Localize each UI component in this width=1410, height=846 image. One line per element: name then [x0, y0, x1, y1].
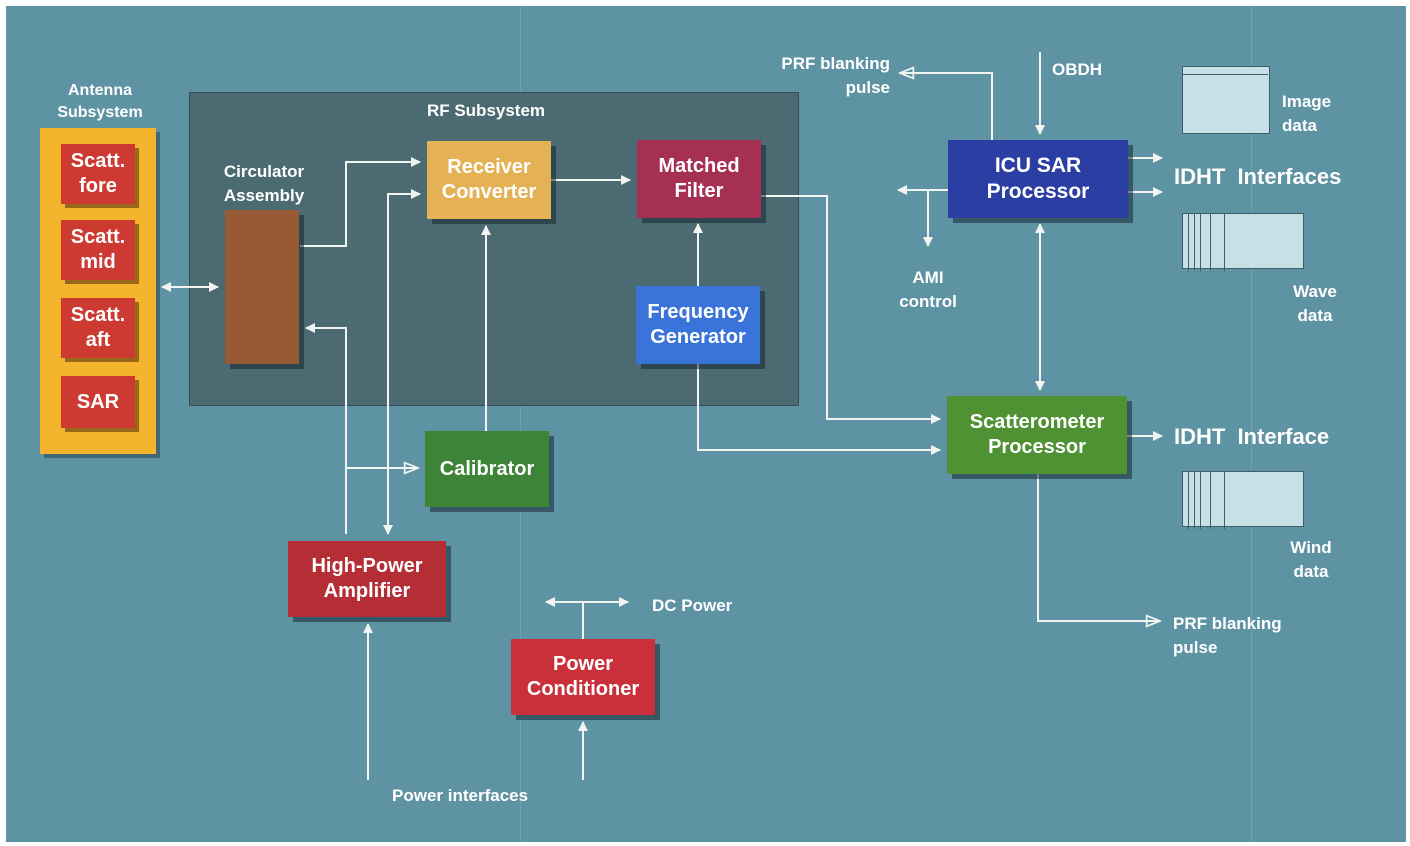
wave-data-label: Wave data: [1293, 282, 1337, 325]
antenna-subsystem-title: Antenna Subsystem: [57, 82, 143, 122]
idht-interfaces-label: IDHT Interfaces: [1174, 164, 1342, 189]
page-seam: [1251, 6, 1252, 842]
module-scatt-aft: Scatt. aft: [61, 298, 135, 358]
dc-power-label: DC Power: [652, 596, 733, 615]
page-seam: [520, 6, 521, 842]
wind-data-icon: [1182, 471, 1306, 529]
module-scatt-mid: Scatt. mid: [61, 220, 135, 280]
idht-interface-label: IDHT Interface: [1174, 424, 1330, 449]
rf-subsystem-title: RF Subsystem: [426, 101, 546, 120]
antenna-subsystem: Scatt. fore Scatt. mid Scatt. aft SAR: [40, 128, 156, 454]
receiver-converter: Receiver Converter: [427, 141, 551, 219]
obdh-label: OBDH: [1052, 60, 1103, 79]
wind-data-label: Wind data: [1290, 538, 1332, 581]
image-data-label: Image data: [1282, 92, 1332, 135]
circulator-label: Circulator Assembly: [223, 162, 305, 205]
module-scatt-fore: Scatt. fore: [61, 144, 135, 204]
frequency-generator: Frequency Generator: [636, 286, 760, 364]
matched-filter: Matched Filter: [637, 140, 761, 218]
wave-data-icon: [1182, 213, 1306, 271]
high-power-amplifier: High-Power Amplifier: [288, 541, 446, 617]
circulator-assembly: [225, 210, 299, 364]
prf-blanking-label-top: PRF blanking pulse: [781, 54, 890, 97]
icu-sar-processor: ICU SAR Processor: [948, 140, 1128, 218]
ami-control-label: AMI control: [899, 268, 957, 311]
power-interfaces-label: Power interfaces: [392, 786, 529, 805]
module-sar: SAR: [61, 376, 135, 428]
power-conditioner: Power Conditioner: [511, 639, 655, 715]
scatterometer-processor: Scatterometer Processor: [947, 396, 1127, 474]
prf-blanking-label-bottom: PRF blanking pulse: [1173, 614, 1282, 657]
calibrator: Calibrator: [425, 431, 549, 507]
image-data-icon: [1182, 66, 1272, 136]
